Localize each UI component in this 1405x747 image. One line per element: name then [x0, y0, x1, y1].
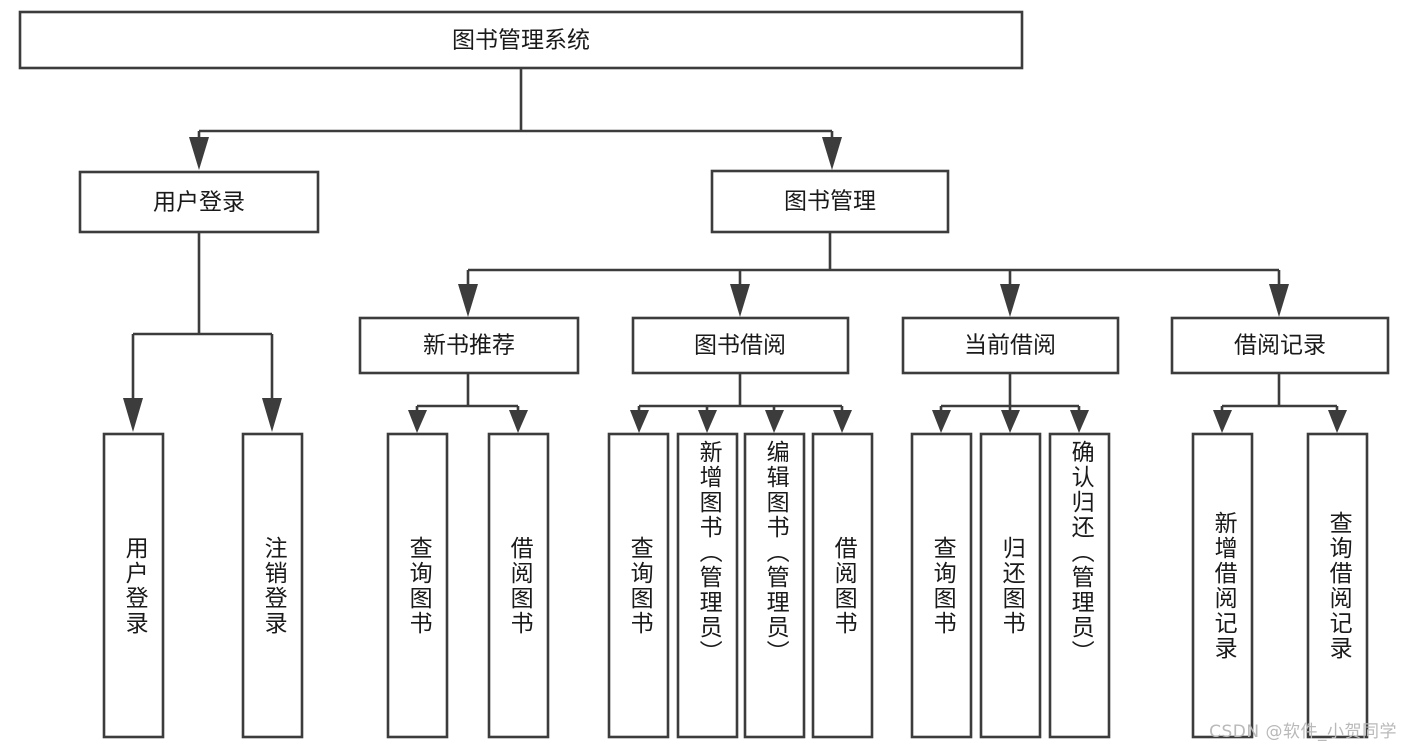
arrow-head-br-leaf-2: [1328, 410, 1347, 433]
arrow-head-book-manage: [822, 137, 842, 170]
node-user-login[interactable]: 用户登录: [78, 170, 320, 234]
node-new-book-recommend[interactable]: 新书推荐: [358, 316, 580, 375]
leaf-box-layer: [102, 432, 1369, 739]
node-current-borrow[interactable]: 当前借阅: [901, 316, 1120, 375]
leaf-box-bb-borrow-book[interactable]: [811, 432, 874, 739]
node-root-system[interactable]: 图书管理系统: [18, 10, 1024, 70]
node-book-manage-box[interactable]: [710, 169, 950, 234]
arrow-head-user-login: [189, 137, 209, 170]
connector-layer: [123, 68, 1347, 433]
arrow-head-book-borrow: [730, 284, 750, 317]
leaf-box-user-login[interactable]: [102, 432, 165, 739]
arrow-head-cb-leaf-1: [932, 410, 951, 433]
arrow-head-bb-leaf-1: [630, 410, 649, 433]
arrow-head-borrow-record: [1269, 284, 1289, 317]
node-new-book-recommend-box[interactable]: [358, 316, 580, 375]
node-root-system-label: 图书管理系统: [452, 28, 590, 54]
arrow-head-cb-leaf-2: [1001, 410, 1020, 433]
node-user-login-box[interactable]: [78, 170, 320, 234]
node-book-manage-label: 图书管理: [784, 189, 876, 215]
leaf-box-bb-add-book[interactable]: [676, 432, 739, 739]
csdn-watermark: CSDN @软件_小贺同学: [1209, 722, 1397, 742]
arrow-head-bb-leaf-2: [698, 410, 717, 433]
leaf-box-cb-query-book[interactable]: [910, 432, 973, 739]
arrow-head-leaf-logout: [262, 398, 282, 432]
node-book-borrow[interactable]: 图书借阅: [631, 316, 850, 375]
leaf-box-logout[interactable]: [241, 432, 304, 739]
node-current-borrow-box[interactable]: [901, 316, 1120, 375]
arrow-head-leaf-user-login: [123, 398, 143, 432]
arrow-head-cb-leaf-3: [1070, 410, 1089, 433]
node-borrow-record-label: 借阅记录: [1234, 333, 1326, 359]
node-book-borrow-box[interactable]: [631, 316, 850, 375]
node-borrow-record[interactable]: 借阅记录: [1170, 316, 1390, 375]
leaf-box-bb-edit-book[interactable]: [743, 432, 806, 739]
leaf-box-br-query-record[interactable]: [1306, 432, 1369, 739]
node-current-borrow-label: 当前借阅: [964, 333, 1056, 359]
leaf-box-br-add-record[interactable]: [1191, 432, 1254, 739]
node-new-book-recommend-label: 新书推荐: [423, 333, 515, 359]
arrow-head-bb-leaf-4: [833, 410, 852, 433]
leaf-box-nbr-borrow-book[interactable]: [487, 432, 550, 739]
leaf-box-cb-confirm-return[interactable]: [1048, 432, 1111, 739]
arrow-head-nbr-leaf-2: [509, 410, 528, 433]
leaf-box-nbr-query-book[interactable]: [386, 432, 449, 739]
node-book-manage[interactable]: 图书管理: [710, 169, 950, 234]
arrow-head-current-borrow: [1000, 284, 1020, 317]
node-user-login-label: 用户登录: [153, 190, 245, 216]
arrow-head-new-book-recommend: [458, 284, 478, 317]
arrow-head-br-leaf-1: [1213, 410, 1232, 433]
leaf-box-cb-return-book[interactable]: [979, 432, 1042, 739]
arrow-head-nbr-leaf-1: [408, 410, 427, 433]
node-root-system-box[interactable]: [18, 10, 1024, 70]
node-book-borrow-label: 图书借阅: [694, 333, 786, 359]
arrow-head-bb-leaf-3: [765, 410, 784, 433]
leaf-box-bb-query-book[interactable]: [607, 432, 670, 739]
node-borrow-record-box[interactable]: [1170, 316, 1390, 375]
